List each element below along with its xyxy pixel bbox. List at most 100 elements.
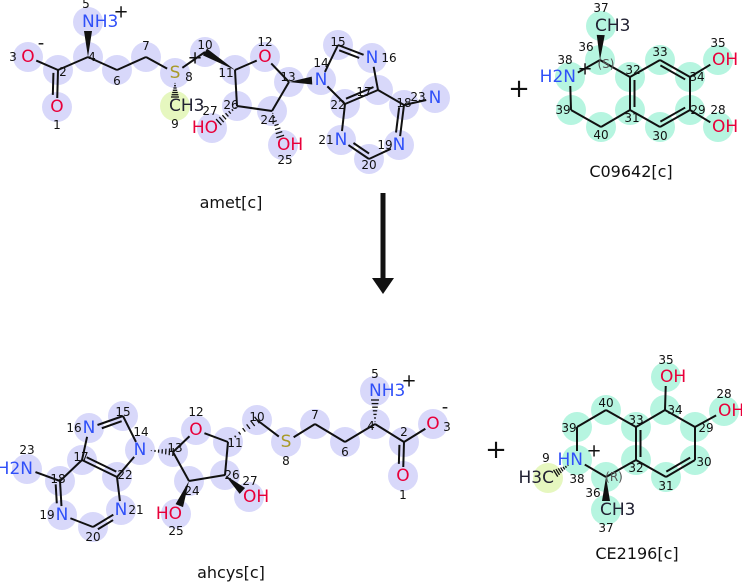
bond (314, 423, 346, 443)
atom-21: 21N (115, 500, 144, 520)
atom-number: 12 (188, 405, 203, 419)
bond (81, 456, 118, 478)
atom-8: 8S+ (170, 48, 203, 85)
atom-highlight (197, 113, 227, 143)
atom-number: 16 (381, 51, 396, 65)
atom-24: 24 (260, 113, 275, 127)
atom-label: N (335, 130, 348, 150)
reaction-arrow (372, 193, 394, 294)
bond (377, 89, 405, 106)
atom-number: 16 (66, 421, 81, 435)
atom-label: N (56, 505, 69, 525)
atom-number: 15 (330, 35, 345, 49)
atom-label: N (83, 418, 96, 438)
bond (271, 81, 290, 112)
bond (689, 109, 711, 124)
atom-highlight (326, 125, 356, 155)
atom-highlight (703, 112, 733, 142)
bond (116, 456, 135, 478)
atom-number: 17 (356, 85, 371, 99)
plus-sign-reactants: + (508, 74, 530, 104)
atom-label: N (366, 48, 379, 68)
bond (635, 409, 666, 428)
atom-number: 36 (578, 40, 593, 54)
bond (175, 481, 189, 508)
charge-sign: + (586, 441, 601, 462)
atom-number: 27 (242, 474, 257, 488)
atom-number: 21 (318, 133, 333, 147)
atom-label: CH3 (169, 96, 204, 116)
atom-highlight (12, 454, 42, 484)
bond (337, 44, 364, 59)
bond (570, 109, 602, 128)
atom-label: N (115, 500, 128, 520)
stereo-label: (S) (598, 57, 615, 71)
atom-label: OH (712, 117, 738, 137)
atom-number: 38 (569, 472, 584, 486)
bond (374, 423, 405, 443)
atom-number: 35 (658, 353, 673, 367)
atom-26: 26 (224, 468, 239, 482)
atom-number: 26 (223, 98, 238, 112)
atom-12: 12O (257, 35, 272, 67)
atom-number: 11 (227, 436, 242, 450)
atom-17: 17 (356, 85, 371, 99)
atom-22: 22 (330, 98, 345, 112)
bond (341, 103, 346, 132)
atom-4: 4 (367, 419, 375, 433)
atom-38: 38 HN+ (558, 441, 602, 487)
atom-number: 3 (9, 50, 17, 64)
atom-22: 22 (117, 468, 132, 482)
atom-number: 12 (257, 35, 272, 49)
bond (395, 104, 405, 137)
atom-highlight (709, 396, 739, 426)
atom-13: 13 (280, 70, 295, 84)
atom-number: 36 (585, 486, 600, 500)
bond (403, 427, 426, 443)
atom-number: 22 (117, 468, 132, 482)
atom-highlight (74, 413, 104, 443)
bond (181, 51, 206, 69)
plus-sign-products: + (485, 435, 507, 465)
atom-2: 2 (59, 65, 67, 79)
atom-33: 33 (628, 413, 643, 427)
bond (225, 475, 246, 494)
atom-34: 34 (667, 403, 682, 417)
atom-7: 7 (311, 408, 319, 422)
atom-highlight (47, 500, 77, 530)
bond (397, 441, 405, 468)
atom-11: 11 (227, 436, 242, 450)
bond (289, 76, 313, 85)
bond (629, 77, 636, 110)
atom-number: 40 (593, 128, 608, 142)
bond (584, 463, 607, 478)
bond (689, 63, 711, 78)
atom-highlight (13, 42, 43, 72)
atom-12: 12O (188, 405, 203, 440)
bond (272, 112, 285, 139)
atom-2: 2 (400, 425, 408, 439)
atom-highlight (586, 11, 616, 41)
bond (116, 476, 121, 502)
atom-number: 6 (341, 445, 349, 459)
atom-label: H3C (519, 468, 554, 488)
bond (59, 459, 83, 482)
atom-label: HN (558, 450, 584, 470)
bond (224, 441, 229, 476)
charge-sign: + (187, 48, 202, 69)
atom-highlight (703, 45, 733, 75)
atom-15: 15 (115, 405, 130, 419)
atom-label: N (393, 135, 406, 155)
atom-number: 8 (185, 70, 193, 84)
atom-number: 31 (658, 479, 673, 493)
atom-number: 15 (115, 405, 130, 419)
